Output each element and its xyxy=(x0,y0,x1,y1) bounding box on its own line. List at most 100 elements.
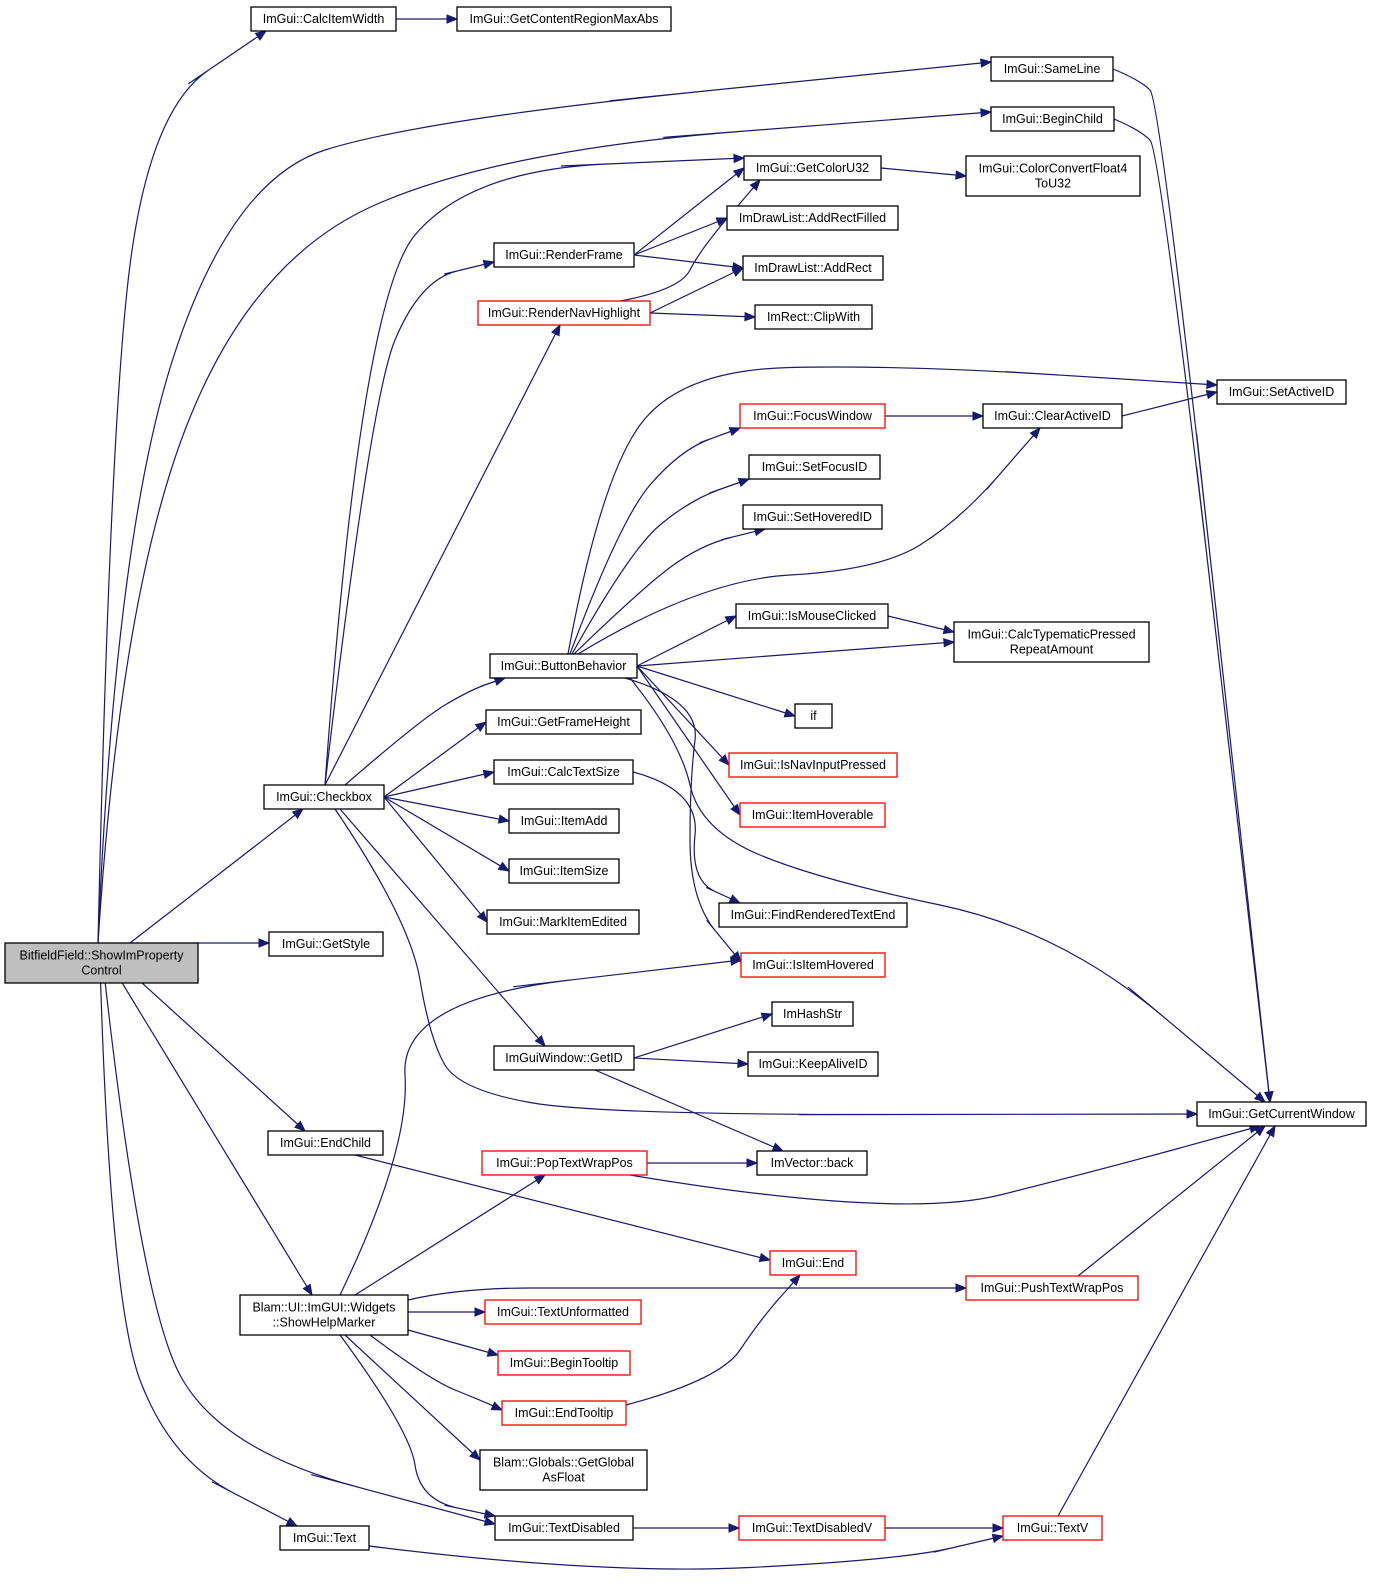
node-setFocusID[interactable]: ImGui::SetFocusID xyxy=(748,454,881,480)
node-clearActiveID[interactable]: ImGui::ClearActiveID xyxy=(982,403,1123,429)
node-box xyxy=(735,603,889,629)
node-imHashStr[interactable]: ImHashStr xyxy=(771,1001,854,1027)
node-clipWith[interactable]: ImRect::ClipWith xyxy=(754,304,873,330)
node-box xyxy=(479,1449,648,1491)
edge-getID-to-keepAliveID xyxy=(633,1057,750,1069)
edge-renderNavHighlight-to-clipWith xyxy=(649,311,757,322)
edge-line xyxy=(99,962,298,1527)
node-box xyxy=(748,454,881,480)
node-itemSize[interactable]: ImGui::ItemSize xyxy=(508,858,620,884)
node-getID[interactable]: ImGuiWindow::GetID xyxy=(493,1045,635,1071)
node-isItemHovered[interactable]: ImGui::IsItemHovered xyxy=(740,952,886,978)
node-label: ImGui::IsNavInputPressed xyxy=(740,758,886,772)
node-findRenderedTextEnd[interactable]: ImGui::FindRenderedTextEnd xyxy=(718,902,908,928)
node-label: ImGui::KeepAliveID xyxy=(758,1057,867,1071)
node-getCurrentWindow[interactable]: ImGui::GetCurrentWindow xyxy=(1196,1101,1367,1127)
node-box xyxy=(743,155,882,181)
edge-popTextWrapPos-to-getCurrentWindow xyxy=(629,1124,1262,1205)
node-textV[interactable]: ImGui::TextV xyxy=(1002,1515,1103,1541)
edge-line xyxy=(109,962,313,1296)
node-textUnformatted[interactable]: ImGui::TextUnformatted xyxy=(484,1299,642,1325)
node-label: ImGui::SetActiveID xyxy=(1229,385,1335,399)
node-renderFrame[interactable]: ImGui::RenderFrame xyxy=(493,242,635,268)
edge-line xyxy=(1113,118,1271,1103)
node-box xyxy=(489,653,638,679)
node-box xyxy=(965,1275,1139,1301)
node-setHoveredID[interactable]: ImGui::SetHoveredID xyxy=(742,504,883,530)
node-text[interactable]: ImGui::Text xyxy=(279,1525,370,1551)
arrowhead-icon xyxy=(760,1012,774,1022)
arrowhead-icon xyxy=(476,910,488,924)
edge-line xyxy=(324,261,495,786)
node-addRect[interactable]: ImDrawList::AddRect xyxy=(742,255,884,281)
node-endTooltip[interactable]: ImGui::EndTooltip xyxy=(501,1400,627,1426)
node-end[interactable]: ImGui::End xyxy=(769,1250,857,1276)
arrowhead-icon xyxy=(771,1142,785,1152)
node-calcTextSize[interactable]: ImGui::CalcTextSize xyxy=(493,759,634,785)
arrowhead-icon xyxy=(534,1034,546,1048)
node-endChild[interactable]: ImGui::EndChild xyxy=(267,1130,384,1156)
edge-showHelpMarker-to-endTooltip xyxy=(369,1334,504,1411)
node-checkbox[interactable]: ImGui::Checkbox xyxy=(263,784,385,810)
node-box xyxy=(953,621,1150,663)
node-calcItemWidth[interactable]: ImGui::CalcItemWidth xyxy=(250,6,397,32)
node-label: ImGui::TextUnformatted xyxy=(497,1305,629,1319)
node-textDisabled[interactable]: ImGui::TextDisabled xyxy=(494,1515,634,1541)
arrowhead-icon xyxy=(731,267,745,277)
edge-renderFrame-to-getColorU32 xyxy=(633,167,746,256)
edge-pushTextWrapPos-to-getCurrentWindow xyxy=(1077,1125,1267,1277)
node-getColorU32[interactable]: ImGui::GetColorU32 xyxy=(743,155,882,181)
edge-line xyxy=(629,677,1266,1103)
node-getFrameHeight[interactable]: ImGui::GetFrameHeight xyxy=(485,709,642,735)
node-getContentRegionMaxAbs[interactable]: ImGui::GetContentRegionMaxAbs xyxy=(456,6,672,32)
node-itemAdd[interactable]: ImGui::ItemAdd xyxy=(508,808,620,834)
node-setActiveID[interactable]: ImGui::SetActiveID xyxy=(1216,379,1347,405)
node-label: ImGui::GetCurrentWindow xyxy=(1208,1107,1356,1121)
node-label: ImGui::BeginChild xyxy=(1002,112,1103,126)
arrowhead-icon xyxy=(980,108,993,118)
arrowhead-icon xyxy=(732,167,746,179)
edge-line xyxy=(594,1069,784,1152)
node-label: RepeatAmount xyxy=(1010,643,1094,657)
node-isMouseClicked[interactable]: ImGui::IsMouseClicked xyxy=(735,603,889,629)
edge-root-to-text xyxy=(99,962,299,1527)
node-sameLine[interactable]: ImGui::SameLine xyxy=(990,56,1114,82)
node-label: ImGui::CalcTextSize xyxy=(507,765,620,779)
edge-line xyxy=(339,959,742,1296)
node-renderNavHighlight[interactable]: ImGui::RenderNavHighlight xyxy=(477,300,651,326)
node-box xyxy=(481,1150,648,1176)
node-box xyxy=(267,1130,384,1156)
node-textDisabledV[interactable]: ImGui::TextDisabledV xyxy=(738,1515,886,1541)
edge-line xyxy=(383,796,510,872)
edge-showHelpMarker-to-pushTextWrapPos xyxy=(407,1283,968,1301)
arrowhead-icon xyxy=(294,1120,306,1132)
node-vectorBack[interactable]: ImVector::back xyxy=(756,1150,868,1176)
node-itemHoverable[interactable]: ImGui::ItemHoverable xyxy=(739,802,886,828)
node-markItemEdited[interactable]: ImGui::MarkItemEdited xyxy=(486,909,640,935)
edge-line xyxy=(633,1013,773,1059)
node-label: ImGui::GetContentRegionMaxAbs xyxy=(470,12,659,26)
node-buttonBehavior[interactable]: ImGui::ButtonBehavior xyxy=(489,653,638,679)
node-showHelpMarker[interactable]: Blam::UI::ImGUI::Widgets::ShowHelpMarker xyxy=(239,1294,409,1336)
node-focusWindow[interactable]: ImGui::FocusWindow xyxy=(739,403,886,429)
node-keepAliveID[interactable]: ImGui::KeepAliveID xyxy=(747,1051,879,1077)
node-beginTooltip[interactable]: ImGui::BeginTooltip xyxy=(497,1350,631,1376)
node-box xyxy=(456,6,672,32)
node-label: ImGui::GetFrameHeight xyxy=(497,715,630,729)
edge-line xyxy=(129,808,304,944)
node-if[interactable]: if xyxy=(794,703,833,729)
node-label: ImGui::GetColorU32 xyxy=(756,161,869,175)
edge-line xyxy=(633,217,728,256)
node-beginChild[interactable]: ImGui::BeginChild xyxy=(990,106,1115,132)
arrowhead-icon xyxy=(469,1449,481,1461)
node-addRectFilled[interactable]: ImDrawList::AddRectFilled xyxy=(726,205,899,231)
node-popTextWrapPos[interactable]: ImGui::PopTextWrapPos xyxy=(481,1150,648,1176)
node-isNavInputPressed[interactable]: ImGui::IsNavInputPressed xyxy=(728,752,898,778)
node-pushTextWrapPos[interactable]: ImGui::PushTextWrapPos xyxy=(965,1275,1139,1301)
node-getStyle[interactable]: ImGui::GetStyle xyxy=(268,931,384,957)
